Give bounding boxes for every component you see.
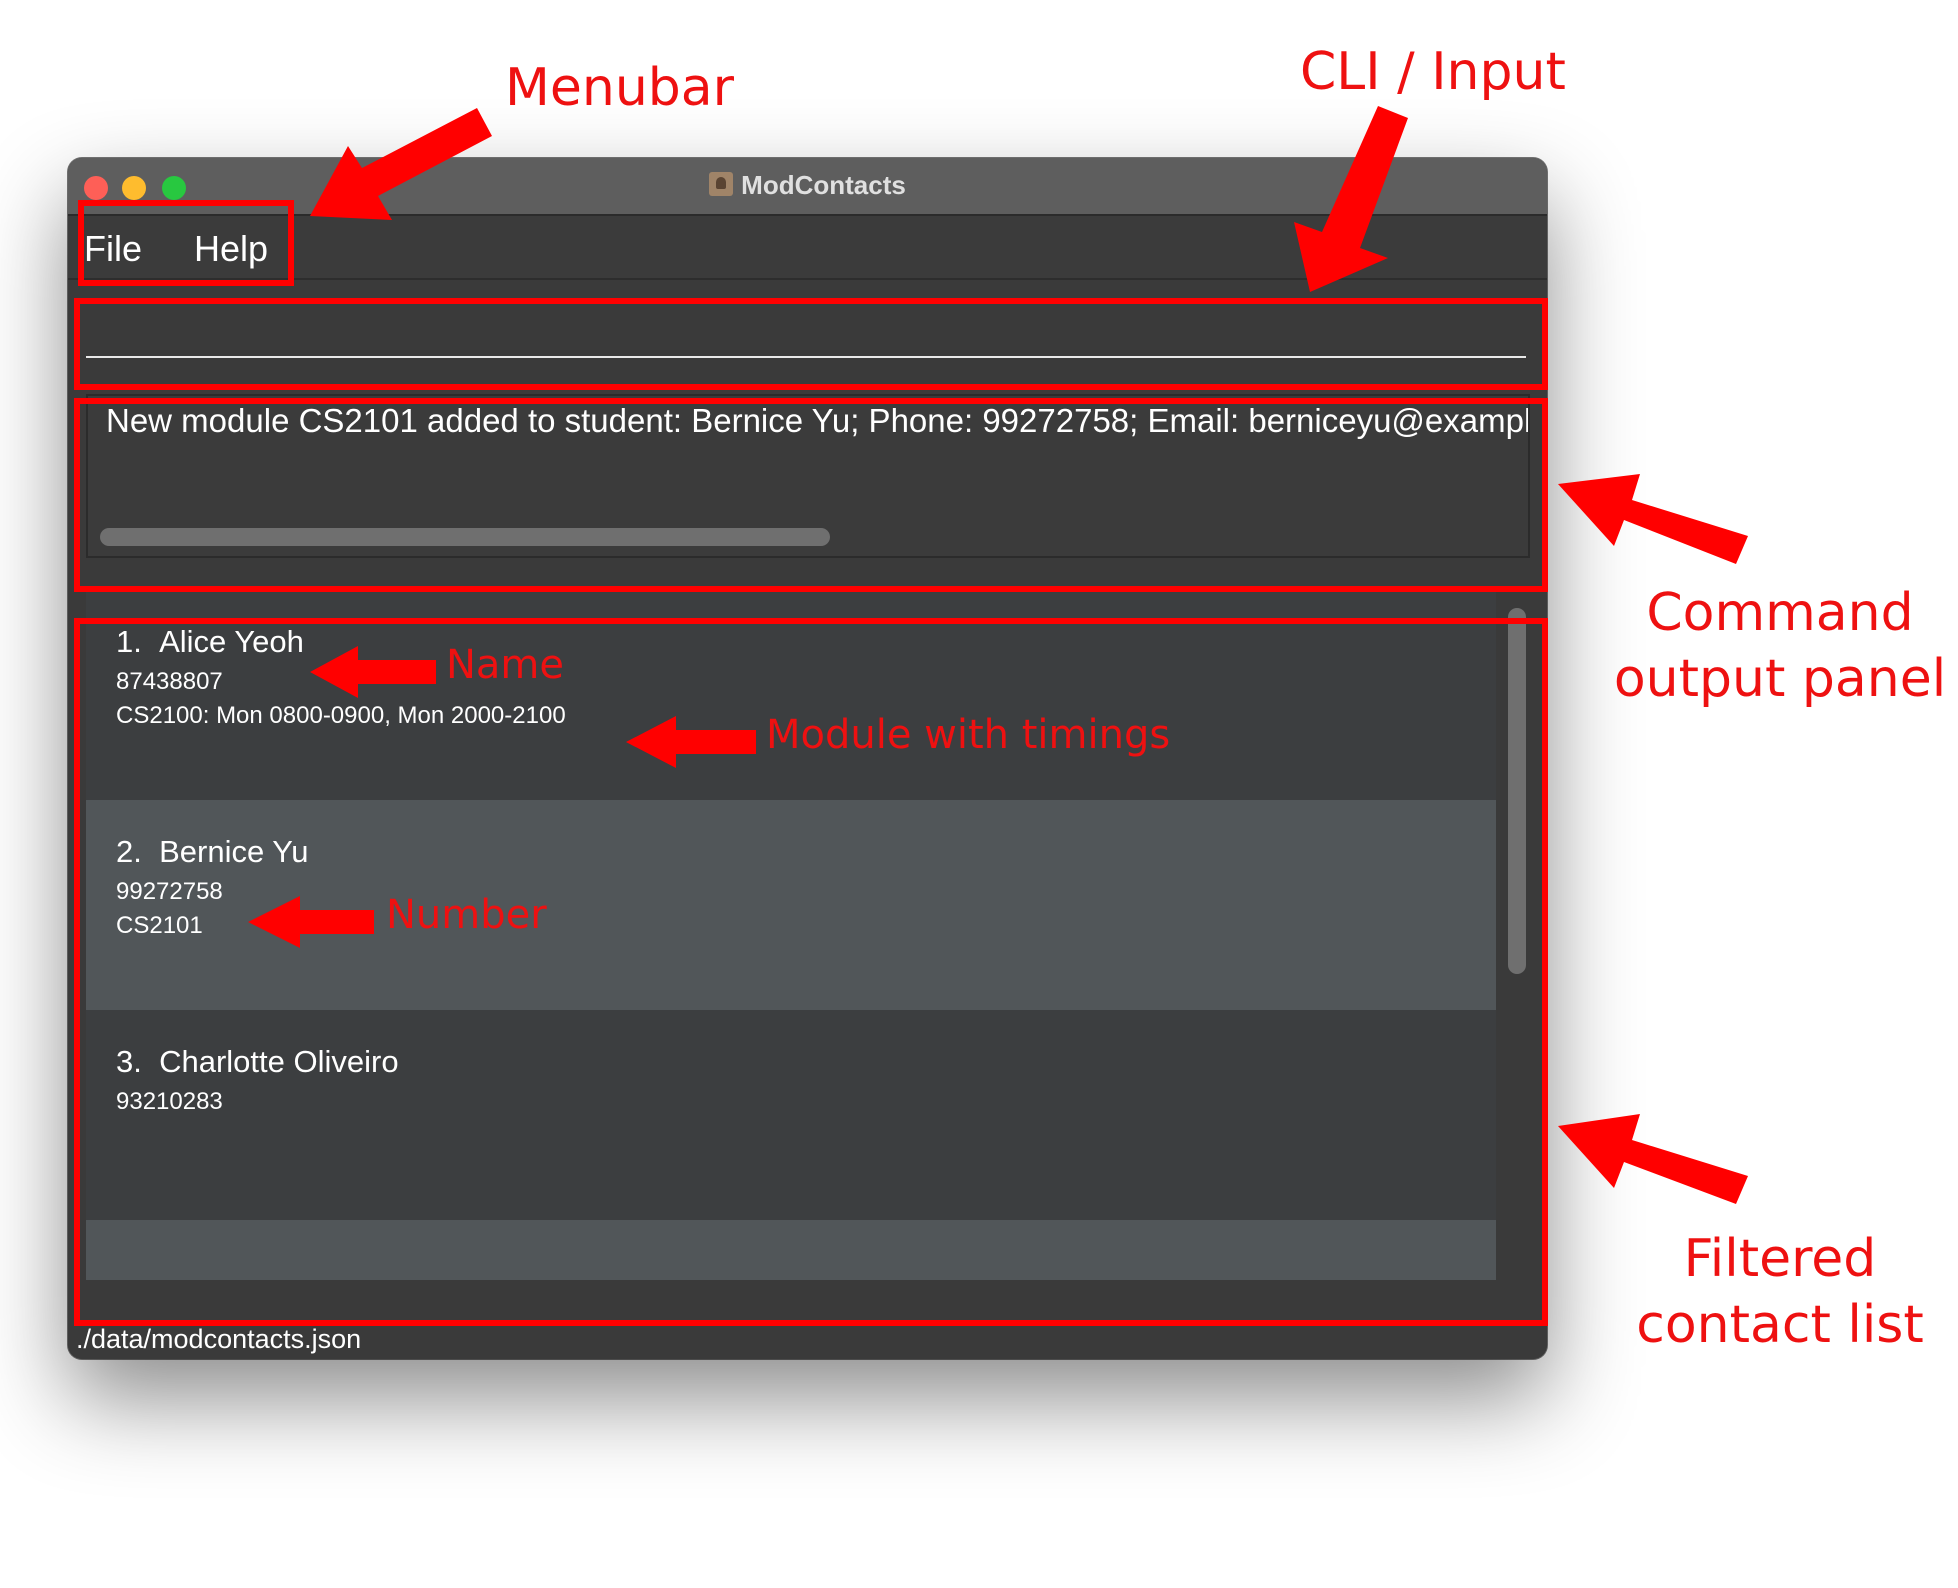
output-highlight-box xyxy=(74,398,1548,592)
annotation-name: Name xyxy=(446,642,565,688)
output-arrow xyxy=(1558,474,1748,564)
contact-modules: CS2100: Mon 0800-0900, Mon 2000-2100 xyxy=(116,702,566,729)
contact-name-line: 1. Alice Yeoh xyxy=(116,624,304,660)
menubar-highlight-box xyxy=(78,200,294,286)
contact-index: 2. xyxy=(116,834,142,869)
list-arrow xyxy=(1558,1114,1748,1204)
annotation-cli-input: CLI / Input xyxy=(1300,42,1566,102)
cli-highlight-box xyxy=(74,298,1548,390)
cli-arrow xyxy=(1294,106,1408,292)
contact-card-partial[interactable] xyxy=(86,1220,1496,1280)
list-highlight-box xyxy=(74,618,1548,1326)
app-window: ModContacts File Help New module CS2101 … xyxy=(68,158,1547,1359)
horizontal-scrollbar[interactable] xyxy=(100,528,830,546)
annotation-module: Module with timings xyxy=(766,712,1171,758)
contact-name-line: 3. Charlotte Oliveiro xyxy=(116,1044,399,1080)
annotation-number: Number xyxy=(386,892,547,938)
status-bar: ./data/modcontacts.json xyxy=(68,1324,1547,1359)
contact-index: 1. xyxy=(116,624,142,659)
contact-modules: CS2101 xyxy=(116,912,203,939)
contacts-app-icon xyxy=(709,172,734,197)
contact-card[interactable]: 3. Charlotte Oliveiro 93210283 xyxy=(86,1010,1496,1220)
minimize-button[interactable] xyxy=(122,176,146,200)
window-title: ModContacts xyxy=(741,170,906,200)
window-title-group: ModContacts xyxy=(68,170,1547,201)
contact-list: 1. Alice Yeoh 87438807 CS2100: Mon 0800-… xyxy=(86,590,1506,1280)
annotation-filtered-list-line1: Filtered xyxy=(1683,1229,1877,1289)
title-bar: ModContacts xyxy=(68,158,1547,216)
command-input-underline xyxy=(86,356,1526,358)
contact-phone: 87438807 xyxy=(116,668,223,695)
contact-phone: 93210283 xyxy=(116,1088,223,1115)
close-button[interactable] xyxy=(84,176,108,200)
result-display: New module CS2101 added to student: Bern… xyxy=(86,394,1530,558)
annotation-filtered-list: Filtered contact list xyxy=(1590,1226,1958,1358)
result-text: New module CS2101 added to student: Bern… xyxy=(106,402,1530,439)
contact-name: Bernice Yu xyxy=(159,834,309,869)
vertical-scrollbar[interactable] xyxy=(1508,608,1526,974)
contact-name: Charlotte Oliveiro xyxy=(159,1044,399,1079)
menu-file[interactable]: File xyxy=(84,228,143,269)
number-arrow xyxy=(248,896,374,948)
contact-name-line: 2. Bernice Yu xyxy=(116,834,308,870)
contact-phone: 99272758 xyxy=(116,878,223,905)
contact-card[interactable]: 1. Alice Yeoh 87438807 CS2100: Mon 0800-… xyxy=(86,590,1496,800)
contact-card[interactable]: 2. Bernice Yu 99272758 CS2101 xyxy=(86,800,1496,1010)
annotation-command-output-line1: Command xyxy=(1646,583,1914,643)
status-file-path: ./data/modcontacts.json xyxy=(76,1324,362,1354)
menubar-arrow xyxy=(310,108,492,220)
contact-name: Alice Yeoh xyxy=(159,624,304,659)
annotation-command-output-line2: output panel xyxy=(1613,649,1947,709)
contact-index: 3. xyxy=(116,1044,142,1079)
annotation-command-output: Command output panel xyxy=(1590,580,1958,712)
annotation-menubar: Menubar xyxy=(505,58,735,118)
name-arrow xyxy=(310,646,436,698)
menu-help[interactable]: Help xyxy=(194,228,269,269)
annotation-filtered-list-line2: contact list xyxy=(1636,1295,1924,1355)
maximize-button[interactable] xyxy=(162,176,186,200)
command-box[interactable] xyxy=(86,298,1526,376)
module-arrow xyxy=(626,716,756,768)
